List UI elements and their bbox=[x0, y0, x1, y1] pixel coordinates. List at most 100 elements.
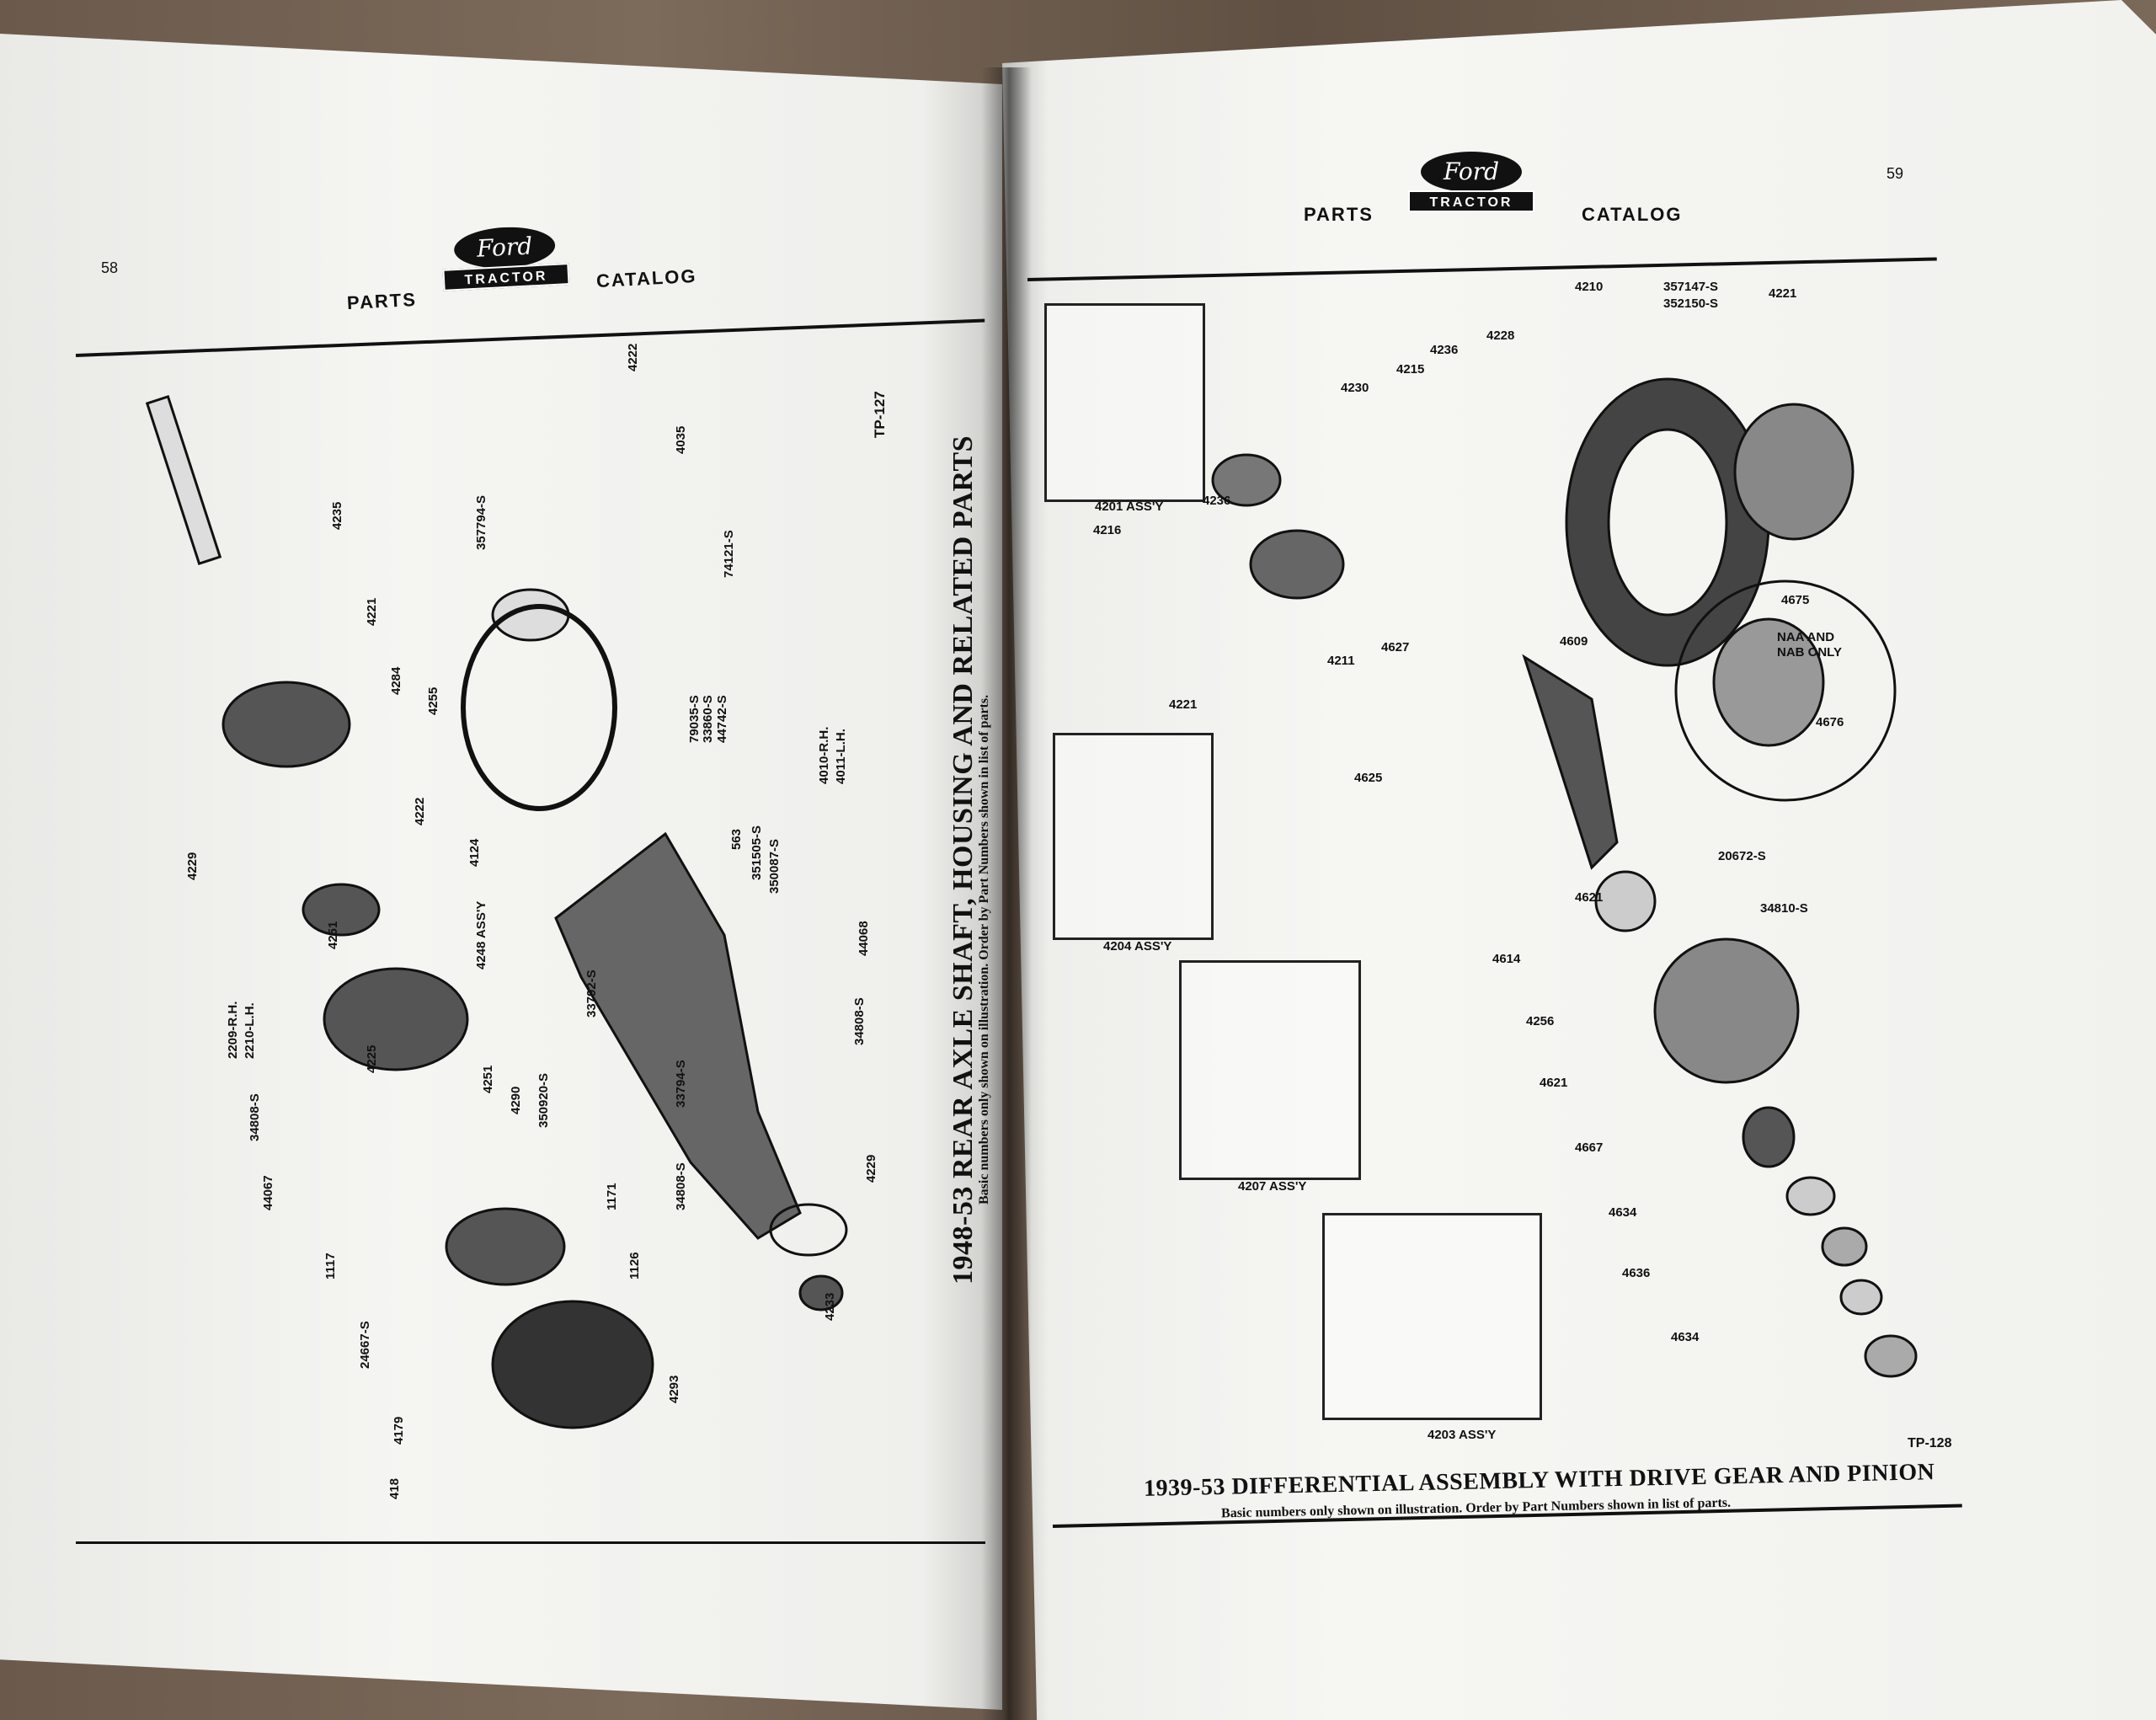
hub-part bbox=[221, 681, 351, 768]
part-number-callout: 4229 bbox=[185, 852, 200, 880]
part-number-callout: 4235 bbox=[330, 501, 344, 530]
part-number-callout: 4290 bbox=[509, 1086, 523, 1114]
logo-script: Ford bbox=[1421, 152, 1522, 192]
inset-4207-assy bbox=[1179, 960, 1361, 1180]
part-number-callout: 4011-L.H. bbox=[834, 729, 848, 784]
part-number-callout: 1171 bbox=[605, 1183, 619, 1210]
header-catalog: CATALOG bbox=[1582, 204, 1683, 225]
differential-case-part bbox=[1733, 403, 1854, 541]
part-number-callout: 4248 ASS'Y bbox=[474, 900, 488, 970]
section-subtitle: Basic numbers only shown on illustration… bbox=[977, 694, 991, 1205]
inset-4204-assy bbox=[1053, 733, 1214, 940]
spider-part bbox=[1249, 529, 1345, 600]
plate-number: TP-127 bbox=[872, 391, 888, 438]
part-number-callout: 4201 ASS'Y bbox=[1095, 499, 1164, 514]
part-number-callout: 4255 bbox=[426, 686, 440, 715]
bearing-part bbox=[1594, 870, 1657, 932]
part-number-callout: 4636 bbox=[1622, 1266, 1651, 1280]
part-number-callout: 4222 bbox=[413, 797, 427, 825]
washer-part bbox=[1785, 1176, 1836, 1216]
part-number-callout: 44068 bbox=[857, 921, 871, 956]
part-number-callout: 4215 bbox=[1396, 362, 1425, 377]
pinion-part bbox=[1522, 654, 1619, 870]
part-number-callout: 350087-S bbox=[767, 838, 782, 894]
part-number-callout: 4124 bbox=[467, 838, 482, 867]
part-number-callout: 4675 bbox=[1781, 593, 1810, 607]
part-number-callout: 357147-S bbox=[1663, 280, 1719, 294]
part-number-callout: 4207 ASS'Y bbox=[1238, 1179, 1307, 1194]
part-number-callout: 74121-S bbox=[722, 530, 736, 578]
logo-band: TRACTOR bbox=[442, 263, 570, 291]
part-number-callout: 33794-S bbox=[674, 1060, 688, 1108]
part-number-callout: 4634 bbox=[1671, 1330, 1700, 1344]
part-number-callout: 4216 bbox=[1093, 523, 1122, 537]
part-number-callout: 4221 bbox=[1769, 286, 1797, 301]
part-number-callout: 4010-R.H. bbox=[817, 726, 831, 784]
page-number: 58 bbox=[101, 259, 119, 276]
plate-number: TP-128 bbox=[1908, 1436, 1952, 1450]
part-number-callout: 33860-S bbox=[701, 695, 715, 743]
header-parts: PARTS bbox=[346, 288, 418, 314]
part-number-callout: 2210-L.H. bbox=[243, 1002, 257, 1059]
ford-tractor-logo: Ford TRACTOR bbox=[440, 224, 570, 298]
part-number-callout: 4221 bbox=[1169, 697, 1198, 712]
part-number-callout: 4627 bbox=[1381, 640, 1410, 654]
nut-part bbox=[1864, 1334, 1918, 1378]
part-number-callout: 34808-S bbox=[674, 1162, 688, 1210]
part-number-callout: 34810-S bbox=[1760, 901, 1808, 916]
part-number-callout: 4230 bbox=[1341, 381, 1369, 395]
logo-band: TRACTOR bbox=[1408, 190, 1534, 212]
part-number-callout: 1126 bbox=[627, 1252, 642, 1279]
part-number-callout: 4210 bbox=[1575, 280, 1604, 294]
page-number: 59 bbox=[1886, 165, 1904, 182]
part-number-callout: 4228 bbox=[1486, 329, 1515, 343]
part-number-callout: 24667-S bbox=[358, 1321, 372, 1369]
part-number-callout: NAA AND bbox=[1777, 630, 1835, 644]
header-parts: PARTS bbox=[1304, 204, 1374, 225]
drum-part bbox=[491, 1300, 654, 1429]
part-number-callout: 4251 bbox=[326, 921, 340, 949]
part-number-callout: 4221 bbox=[365, 597, 379, 626]
part-number-callout: 44742-S bbox=[715, 695, 729, 743]
part-number-callout: 4229 bbox=[864, 1154, 878, 1183]
gasket-part bbox=[461, 604, 617, 811]
part-number-callout: 4179 bbox=[392, 1416, 406, 1445]
part-number-callout: NAB ONLY bbox=[1777, 645, 1842, 660]
part-number-callout: 4284 bbox=[389, 666, 403, 695]
part-number-callout: 418 bbox=[387, 1477, 402, 1499]
part-number-callout: 33792-S bbox=[584, 970, 599, 1018]
part-number-callout: 4035 bbox=[674, 425, 688, 454]
part-number-callout: 4256 bbox=[1526, 1014, 1555, 1028]
part-number-callout: 352150-S bbox=[1663, 296, 1719, 311]
bearing-part bbox=[1742, 1106, 1796, 1168]
part-number-callout: 34808-S bbox=[248, 1093, 262, 1141]
part-number-callout: 351505-S bbox=[750, 825, 764, 880]
part-number-callout: 357794-S bbox=[474, 494, 488, 550]
part-number-callout: 4233 bbox=[823, 1292, 837, 1321]
part-number-callout: 20672-S bbox=[1718, 849, 1766, 863]
part-number-callout: 563 bbox=[729, 828, 744, 850]
side-gear-part bbox=[1211, 453, 1282, 507]
bearing-retainer-inset bbox=[1674, 580, 1897, 802]
left-page bbox=[0, 34, 1002, 1710]
part-number-callout: 4621 bbox=[1575, 890, 1604, 905]
part-number-callout: 350920-S bbox=[536, 1072, 551, 1128]
part-number-callout: 4625 bbox=[1354, 771, 1383, 785]
nut-part bbox=[1821, 1226, 1868, 1267]
carrier-part bbox=[1653, 937, 1800, 1084]
part-number-callout: 4236 bbox=[1203, 494, 1231, 508]
inset-4203-assy bbox=[1322, 1213, 1542, 1420]
right-page bbox=[1002, 0, 2156, 1720]
seal-part bbox=[798, 1274, 844, 1311]
part-number-callout: 4293 bbox=[667, 1375, 681, 1403]
housing-part bbox=[554, 831, 802, 1240]
part-number-callout: 44067 bbox=[261, 1175, 275, 1210]
part-number-callout: 4236 bbox=[1430, 343, 1459, 357]
part-number-callout: 4204 ASS'Y bbox=[1103, 939, 1172, 953]
part-number-callout: 4211 bbox=[1327, 654, 1355, 668]
brake-part bbox=[323, 967, 469, 1071]
part-number-callout: 1117 bbox=[323, 1253, 338, 1279]
ring-gear-center bbox=[1607, 428, 1728, 617]
part-number-callout: 4222 bbox=[626, 343, 640, 371]
